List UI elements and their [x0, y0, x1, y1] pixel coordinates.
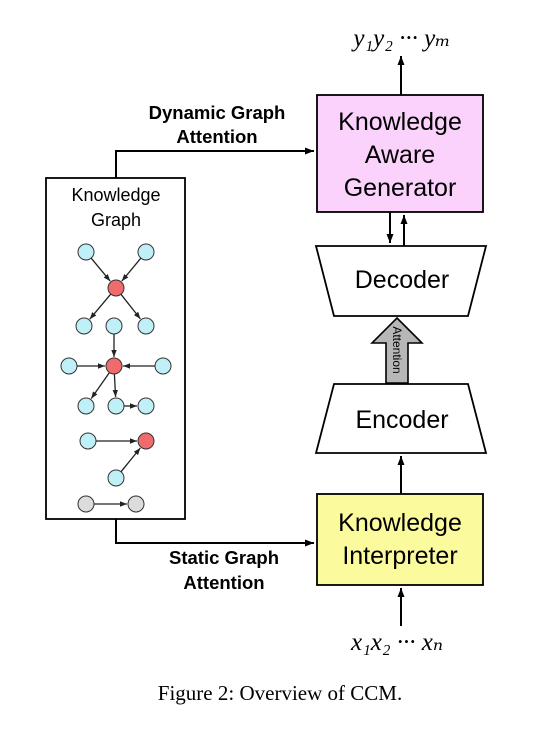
graph-node-12: [79, 432, 97, 450]
graph-node-7: [105, 357, 123, 375]
graph-edge-8: [112, 373, 118, 398]
graph-edge-0: [90, 257, 111, 282]
output-sequence: y₁y₂ ··· yₘ: [350, 25, 450, 52]
graph-node-1: [137, 243, 155, 261]
graph-node-10: [107, 397, 125, 415]
input-sequence: x₁x₂ ··· xₙ: [350, 629, 443, 656]
static-attention-label-line2: Attention: [183, 572, 264, 593]
generator-label-line1: Knowledge: [338, 108, 462, 136]
generator-label-line2: Aware: [365, 141, 435, 169]
graph-node-9: [77, 397, 95, 415]
encoder-label: Encoder: [355, 406, 448, 434]
graph-node-0: [77, 243, 95, 261]
attention-arrow-label: Attention: [390, 326, 404, 373]
graph-node-5: [137, 317, 155, 335]
attention-arrow: [370, 316, 424, 384]
knowledge-graph-box: [45, 177, 186, 520]
static-attention-path: [115, 519, 314, 547]
graph-edges: [77, 257, 155, 507]
graph-edge-2: [89, 293, 112, 320]
graph-node-13: [137, 432, 155, 450]
dynamic-attention-path: [115, 147, 314, 178]
interpreter-box: [316, 493, 484, 586]
knowledge-graph-label-line1: Knowledge: [71, 185, 160, 205]
dynamic-attention-label-line1: Dynamic Graph: [149, 102, 286, 123]
graph-edge-1: [121, 257, 142, 282]
graph-node-11: [137, 397, 155, 415]
graph-edge-7: [90, 372, 110, 399]
graph-nodes: [60, 243, 172, 513]
decoder-box: [314, 245, 488, 317]
knowledge-graph-label-line2: Graph: [91, 210, 141, 230]
interpreter-label-line2: Interpreter: [342, 542, 457, 570]
interpreter-label-line1: Knowledge: [338, 509, 462, 537]
graph-edge-11: [120, 447, 141, 473]
graph-node-16: [127, 495, 145, 513]
figure-caption: Figure 2: Overview of CCM.: [158, 681, 402, 705]
graph-node-6: [60, 357, 78, 375]
generator-box: [316, 94, 484, 213]
dynamic-attention-label-line2: Attention: [176, 126, 257, 147]
generator-label-line3: Generator: [344, 174, 457, 202]
graph-node-15: [77, 495, 95, 513]
static-attention-label-line1: Static Graph: [169, 547, 279, 568]
graph-node-14: [107, 469, 125, 487]
graph-node-8: [154, 357, 172, 375]
graph-edge-3: [120, 293, 141, 320]
graph-node-2: [107, 279, 125, 297]
graph-node-4: [105, 317, 123, 335]
graph-node-3: [75, 317, 93, 335]
encoder-box: [314, 383, 488, 454]
decoder-label: Decoder: [355, 266, 450, 294]
